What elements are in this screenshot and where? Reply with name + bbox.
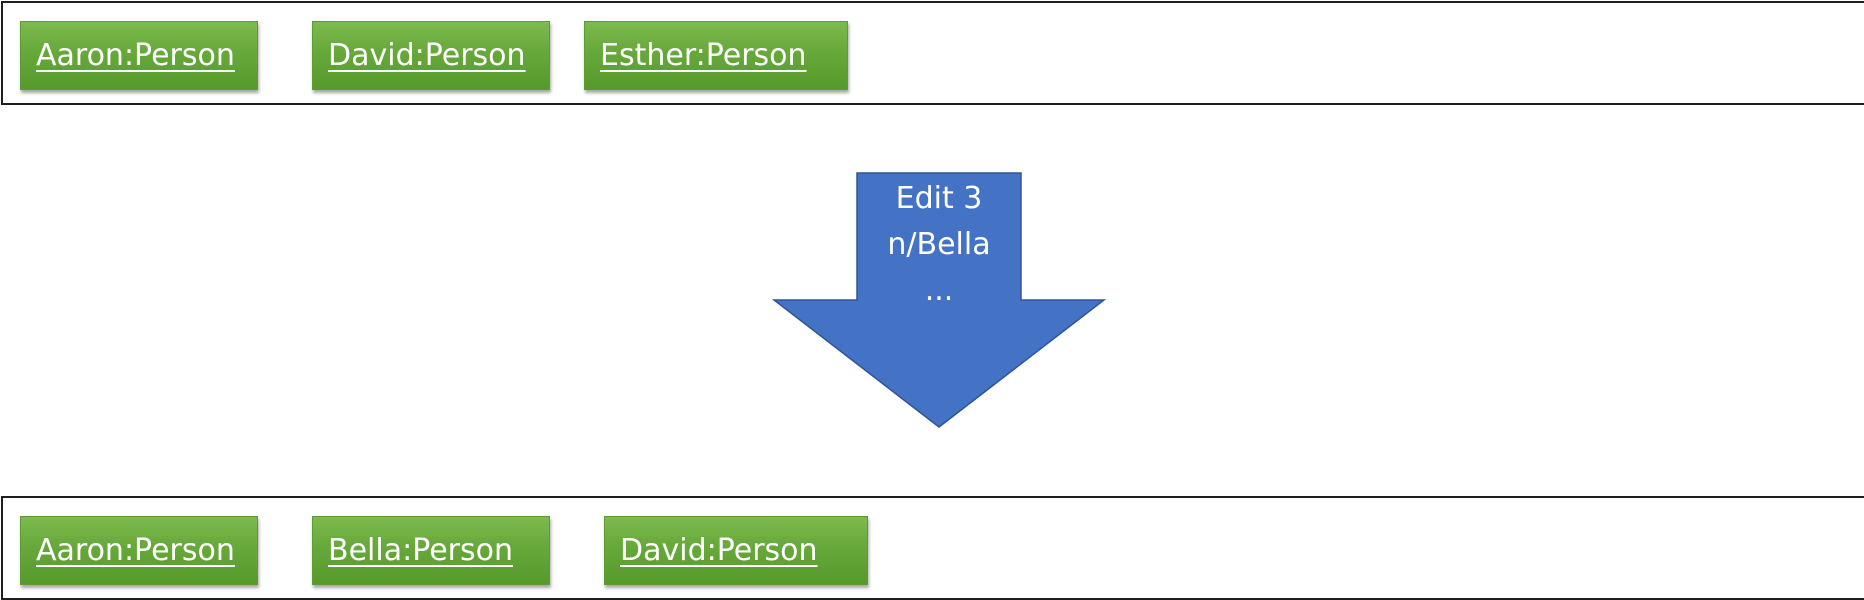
person-box-david-after: David:Person [604,516,868,585]
person-label: Aaron:Person [36,38,235,73]
down-arrow-icon [772,172,1106,428]
person-box-aaron-after: Aaron:Person [20,516,258,585]
edit-command-arrow: Edit 3 n/Bella ... [772,172,1106,430]
person-label: David:Person [620,533,818,568]
person-label: Aaron:Person [36,533,235,568]
person-label: Esther:Person [600,38,807,73]
before-list-frame: Aaron:Person David:Person Esther:Person [1,1,1864,105]
command-line: n/Bella [887,227,991,262]
after-list-frame: Aaron:Person Bella:Person David:Person [1,496,1864,600]
person-box-aaron-before: Aaron:Person [20,21,258,90]
edit-command-text: Edit 3 n/Bella ... [857,176,1021,314]
person-box-bella-after: Bella:Person [312,516,550,585]
command-line: Edit 3 [895,181,983,216]
person-box-david-before: David:Person [312,21,550,90]
person-label: David:Person [328,38,526,73]
person-label: Bella:Person [328,533,514,568]
person-box-esther-before: Esther:Person [584,21,848,90]
command-line: ... [924,273,954,308]
